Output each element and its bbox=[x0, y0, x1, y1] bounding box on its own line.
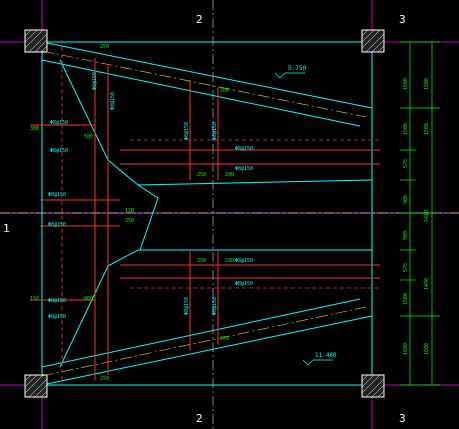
rebar-label: Φ8@150 bbox=[48, 314, 66, 320]
small-dim: 150 bbox=[30, 296, 39, 302]
small-dim: 200 bbox=[225, 172, 234, 178]
small-dim-group: 250 200 250 230 300 150 500 800 120 250 … bbox=[30, 44, 234, 382]
rebar-label: Φ8@150 bbox=[50, 120, 68, 126]
small-dim: 230 bbox=[225, 258, 234, 264]
grid-labels: 2 3 2 3 1 bbox=[3, 13, 406, 425]
rebar-label: Φ8@150 bbox=[184, 297, 190, 315]
slab-outline bbox=[41, 41, 373, 386]
rebar-dashed bbox=[61, 40, 380, 390]
column-hatch bbox=[24, 29, 385, 398]
dim-inner-8: 1600 bbox=[403, 343, 409, 355]
small-dim: 200 bbox=[220, 336, 229, 342]
rebar-label: Φ8@150 bbox=[235, 258, 253, 264]
grid-label-top-3: 3 bbox=[399, 13, 406, 26]
small-dim: 800 bbox=[84, 296, 93, 302]
rebar-label: Φ8@150 bbox=[110, 92, 116, 110]
grid-label-bottom-3: 3 bbox=[399, 412, 406, 425]
rebar-label: Φ8@150 bbox=[48, 222, 66, 228]
grid-label-left-1: 1 bbox=[3, 222, 10, 235]
rebar-label: Φ8@150 bbox=[184, 122, 190, 140]
rebar-label: Φ8@150 bbox=[92, 72, 98, 90]
rebar-lines bbox=[30, 58, 380, 380]
elevation-marks: 5.750 11.400 bbox=[288, 65, 337, 359]
rebar-label: Φ8@150 bbox=[48, 298, 66, 304]
dim-inner-7: 1500 bbox=[403, 293, 409, 305]
dim-inner-6: 575 bbox=[403, 263, 409, 272]
small-dim: 300 bbox=[30, 126, 39, 132]
rebar-label: Φ8@150 bbox=[235, 281, 253, 287]
rebar-label-group: Φ8@150 Φ8@150 Φ8@150 Φ8@150 Φ8@150 Φ8@15… bbox=[48, 72, 253, 320]
rebar-label: Φ8@150 bbox=[235, 146, 253, 152]
columns bbox=[24, 29, 385, 398]
dim-inner-5: 900 bbox=[403, 231, 409, 240]
grid-label-bottom-2: 2 bbox=[196, 412, 203, 425]
dim-outer-4: 1400 bbox=[424, 278, 430, 290]
small-dim: 250 bbox=[100, 44, 109, 50]
elevation-bottom: 11.400 bbox=[315, 352, 337, 359]
elevation-symbols bbox=[274, 72, 333, 366]
small-dim: 200 bbox=[220, 88, 229, 94]
rebar-label: Φ8@150 bbox=[212, 297, 218, 315]
rebar-label: Φ8@150 bbox=[50, 148, 68, 154]
grid-label-top-2: 2 bbox=[196, 13, 203, 26]
dim-outer-2: 1500 bbox=[424, 123, 430, 135]
small-dim: 120 bbox=[125, 208, 134, 214]
small-dim: 500 bbox=[84, 134, 93, 140]
dim-outer-5: 1600 bbox=[424, 343, 430, 355]
small-dim: 250 bbox=[197, 258, 206, 264]
small-dim: 250 bbox=[100, 376, 109, 382]
dim-inner-4: 900 bbox=[403, 195, 409, 204]
beam-centerlines bbox=[41, 50, 367, 377]
rebar-label: Φ8@150 bbox=[48, 192, 66, 198]
rebar-label: Φ8@150 bbox=[212, 122, 218, 140]
dim-inner-1: 1600 bbox=[403, 78, 409, 90]
rebar-label: Φ8@150 bbox=[235, 166, 253, 172]
dim-outer-3: 2410 bbox=[424, 210, 430, 222]
small-dim: 250 bbox=[125, 218, 134, 224]
dim-inner-2: 1500 bbox=[403, 123, 409, 135]
small-dim: 250 bbox=[197, 172, 206, 178]
elevation-top: 5.750 bbox=[288, 65, 306, 72]
dim-outer-1: 1600 bbox=[424, 78, 430, 90]
dim-inner-3: 575 bbox=[403, 159, 409, 168]
dimension-texts: 1600 1500 2410 1400 1600 1600 1500 575 9… bbox=[403, 78, 430, 355]
dimension-chain bbox=[400, 41, 440, 386]
